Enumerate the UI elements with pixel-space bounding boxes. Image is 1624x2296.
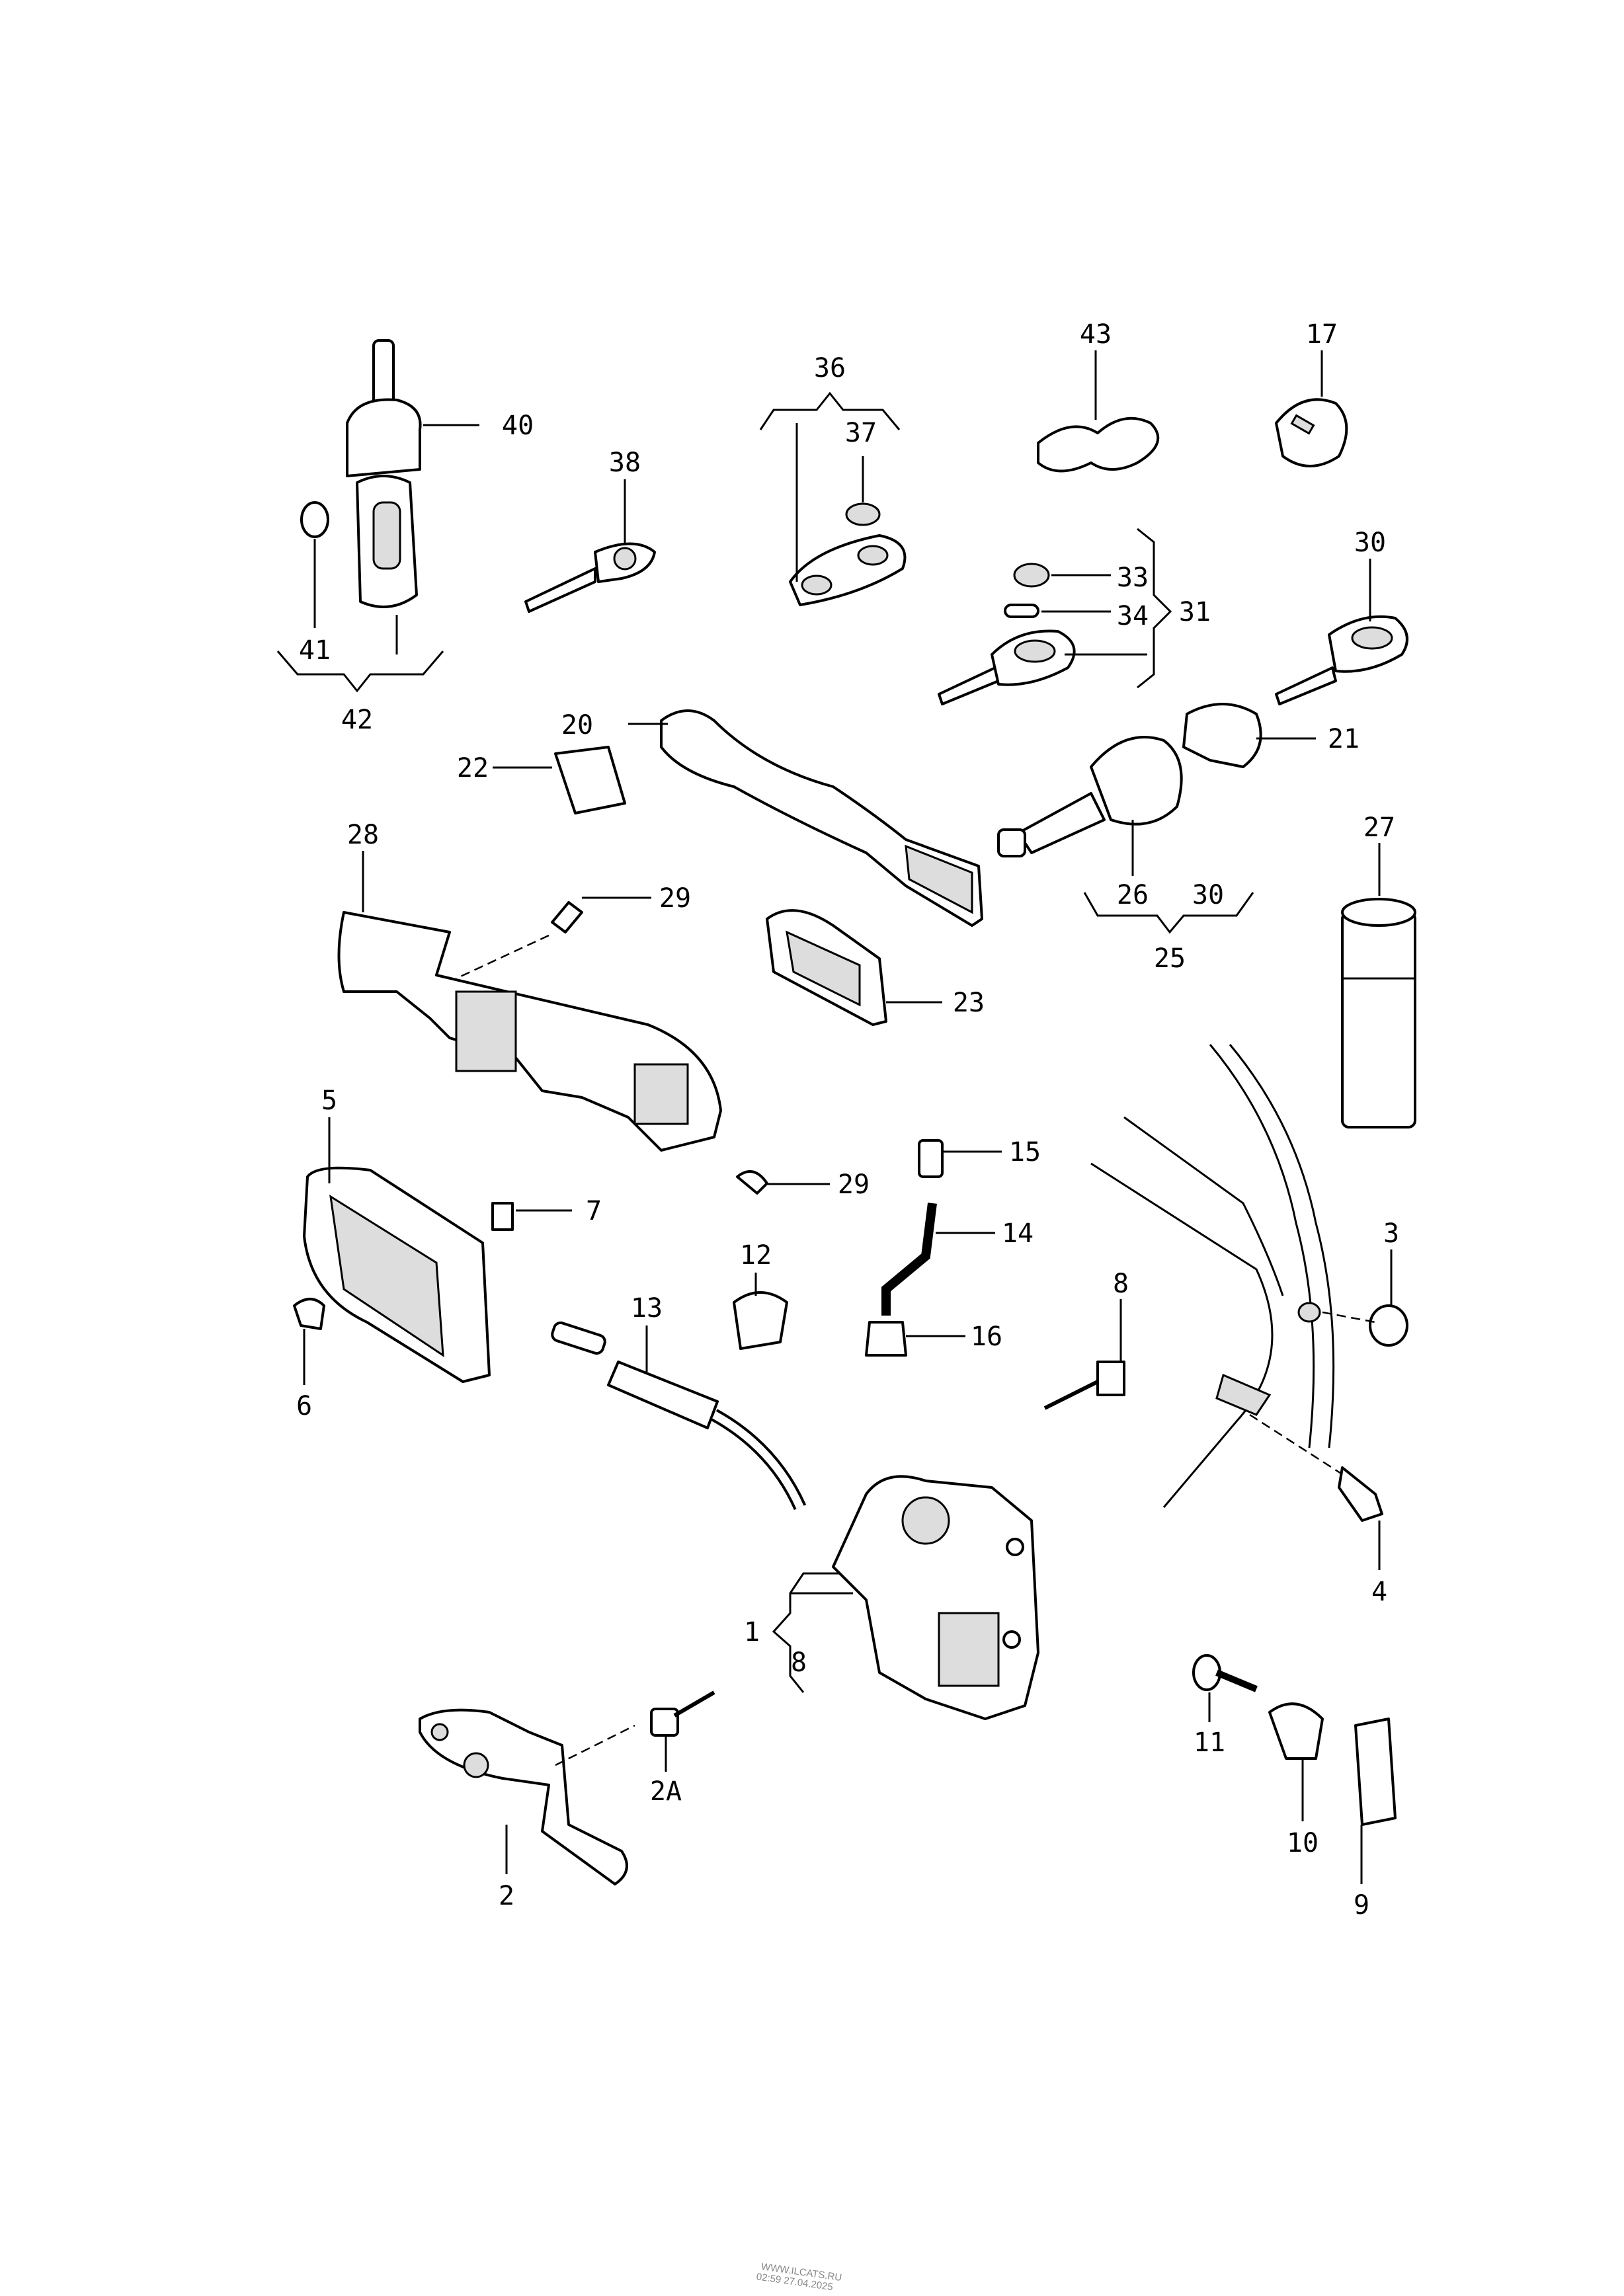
part-grommet-16: [865, 1321, 907, 1357]
part-bracket-2: [419, 1708, 628, 1885]
part-wire-8: [1043, 1361, 1125, 1410]
callout-30-cylinder: 30: [1192, 880, 1224, 910]
part-screw-6: [293, 1298, 325, 1330]
callout-5: 5: [321, 1086, 337, 1116]
part-bolt-15: [918, 1139, 944, 1178]
callout-38: 38: [609, 448, 641, 478]
callout-37: 37: [845, 418, 877, 448]
part-clip-12: [733, 1291, 788, 1350]
watermark: WWW.ILCATS.RU 02:59 27.04.2025: [756, 2261, 842, 2293]
callout-7: 7: [586, 1196, 602, 1226]
part-door-lock: [832, 1475, 1039, 1720]
callout-40: 40: [502, 411, 534, 441]
part-key-30: [1275, 615, 1408, 705]
part-lock-housing: [1182, 703, 1262, 768]
part-outer-handle: [660, 709, 983, 927]
callout-10: 10: [1287, 1828, 1319, 1858]
part-cable: [551, 1321, 807, 1511]
part-inner-handle: [303, 1166, 491, 1383]
callout-8-wire: 8: [1113, 1269, 1129, 1299]
callout-28: 28: [347, 820, 379, 850]
part-key-blade: [524, 542, 656, 613]
callout-17: 17: [1306, 319, 1338, 350]
part-striker-10: [1268, 1702, 1324, 1760]
callout-13: 13: [631, 1293, 663, 1324]
callout-16: 16: [971, 1322, 1002, 1352]
callout-43: 43: [1080, 319, 1112, 350]
callout-2A: 2A: [650, 1776, 682, 1807]
part-grease-can: [1341, 898, 1416, 1128]
callout-31: 31: [1179, 597, 1211, 627]
callout-27: 27: [1363, 812, 1395, 843]
part-pin-2A: [650, 1690, 715, 1737]
callout-3: 3: [1383, 1218, 1399, 1249]
part-plate-9: [1354, 1718, 1397, 1826]
door-frame: [1090, 1044, 1335, 1508]
part-key-head: [789, 534, 907, 606]
part-bulb: [1004, 604, 1039, 618]
leader-lines: [276, 350, 1393, 1884]
callout-25: 25: [1154, 943, 1186, 974]
callout-2: 2: [499, 1881, 514, 1911]
callout-42: 42: [341, 705, 373, 735]
callout-4: 4: [1371, 1577, 1387, 1607]
part-rod-14: [881, 1203, 937, 1316]
callout-9: 9: [1354, 1890, 1369, 1920]
callout-23: 23: [953, 988, 985, 1018]
callout-11: 11: [1194, 1727, 1225, 1758]
part-key-fob-top: [346, 339, 422, 477]
callout-6: 6: [296, 1391, 312, 1421]
callout-14: 14: [1002, 1218, 1034, 1249]
callout-1: 1: [744, 1617, 760, 1647]
callout-26: 26: [1117, 880, 1149, 910]
part-handle-trim: [554, 746, 626, 814]
callout-22: 22: [457, 753, 489, 783]
part-bolt-4: [1338, 1466, 1383, 1522]
part-handle-bezel: [766, 909, 887, 1026]
part-screw-29a: [551, 901, 583, 933]
part-key-31: [938, 629, 1076, 705]
part-bolt-11: [1192, 1654, 1258, 1692]
callout-20: 20: [561, 710, 593, 740]
part-o-ring: [300, 501, 329, 538]
callout-15: 15: [1009, 1137, 1041, 1168]
part-battery-33: [1013, 563, 1050, 588]
part-screw-29b: [736, 1170, 768, 1195]
part-grommet-3: [1369, 1304, 1408, 1347]
callout-21: 21: [1328, 724, 1360, 754]
callout-12: 12: [740, 1240, 772, 1271]
part-remote-housing: [356, 475, 418, 608]
part-lock-cylinder: [997, 736, 1183, 857]
callout-41: 41: [299, 635, 331, 666]
callout-labels: 40 41 42 38 36 37 43 17 33 34 31 30 20 2…: [296, 319, 1399, 1920]
callout-8-lock: 8: [791, 1647, 807, 1678]
callout-29-lower: 29: [838, 1169, 870, 1200]
part-battery: [845, 502, 881, 526]
callout-36: 36: [814, 353, 846, 383]
part-seal: [1037, 416, 1160, 473]
callout-29-upper: 29: [659, 883, 691, 914]
part-clip-7: [491, 1202, 514, 1231]
part-handle-bracket: [337, 911, 722, 1152]
part-cap: [1275, 398, 1348, 467]
callout-30-key: 30: [1354, 528, 1386, 558]
callout-33: 33: [1117, 563, 1149, 593]
callout-34: 34: [1117, 601, 1149, 631]
